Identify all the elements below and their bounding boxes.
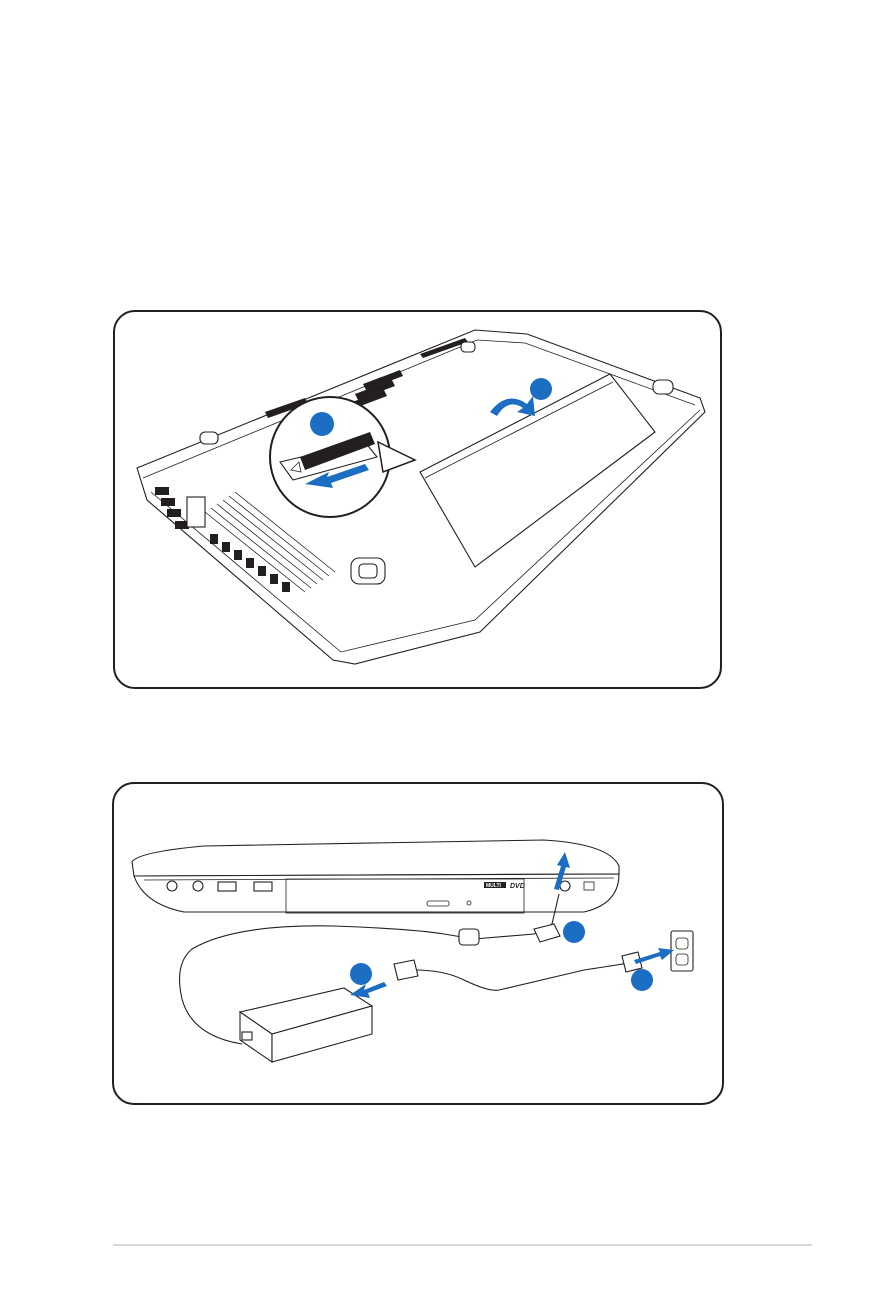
battery-lock-switch-icon xyxy=(269,396,417,518)
battery-removal-figure xyxy=(113,310,722,689)
step-marker-2 xyxy=(350,963,372,985)
side-vent-grille xyxy=(204,491,336,593)
connect-dc-arrow xyxy=(554,852,570,890)
dvd-logo: DVD xyxy=(510,883,525,890)
laptop-bottom-outline xyxy=(136,329,706,665)
step-marker-3 xyxy=(631,969,653,991)
adapter-plug xyxy=(393,959,419,981)
step-marker-1 xyxy=(310,412,334,436)
rubber-foot xyxy=(652,379,674,395)
power-adapter-icon xyxy=(238,987,374,1064)
footer-rule xyxy=(113,1244,812,1246)
wall-plug xyxy=(621,951,643,973)
dc-cable xyxy=(179,893,560,1045)
connect-wall-arrow xyxy=(634,948,674,964)
unlock-arrow-icon xyxy=(305,464,369,488)
laptop-side-icon: DVD MULTI xyxy=(131,839,620,914)
cable-ferrite xyxy=(458,928,480,946)
power-connection-figure: DVD MULTI xyxy=(112,782,724,1105)
step-marker-2 xyxy=(530,378,552,400)
power-connection-illustration: DVD MULTI xyxy=(131,839,694,1064)
battery-removal-illustration xyxy=(136,329,706,665)
bottom-vents xyxy=(265,338,468,418)
rotate-arrow-icon xyxy=(490,396,535,416)
multi-recorder-logo: MULTI xyxy=(486,883,502,889)
laptop-side-edge xyxy=(150,409,701,653)
step-marker-1 xyxy=(563,921,585,943)
wall-outlet-icon xyxy=(670,930,694,972)
connect-adapter-arrow xyxy=(350,982,387,998)
battery-pack xyxy=(419,373,656,568)
rubber-foot xyxy=(460,341,476,353)
ac-cable xyxy=(413,961,635,991)
side-ports xyxy=(155,487,206,529)
rubber-foot xyxy=(199,431,219,445)
